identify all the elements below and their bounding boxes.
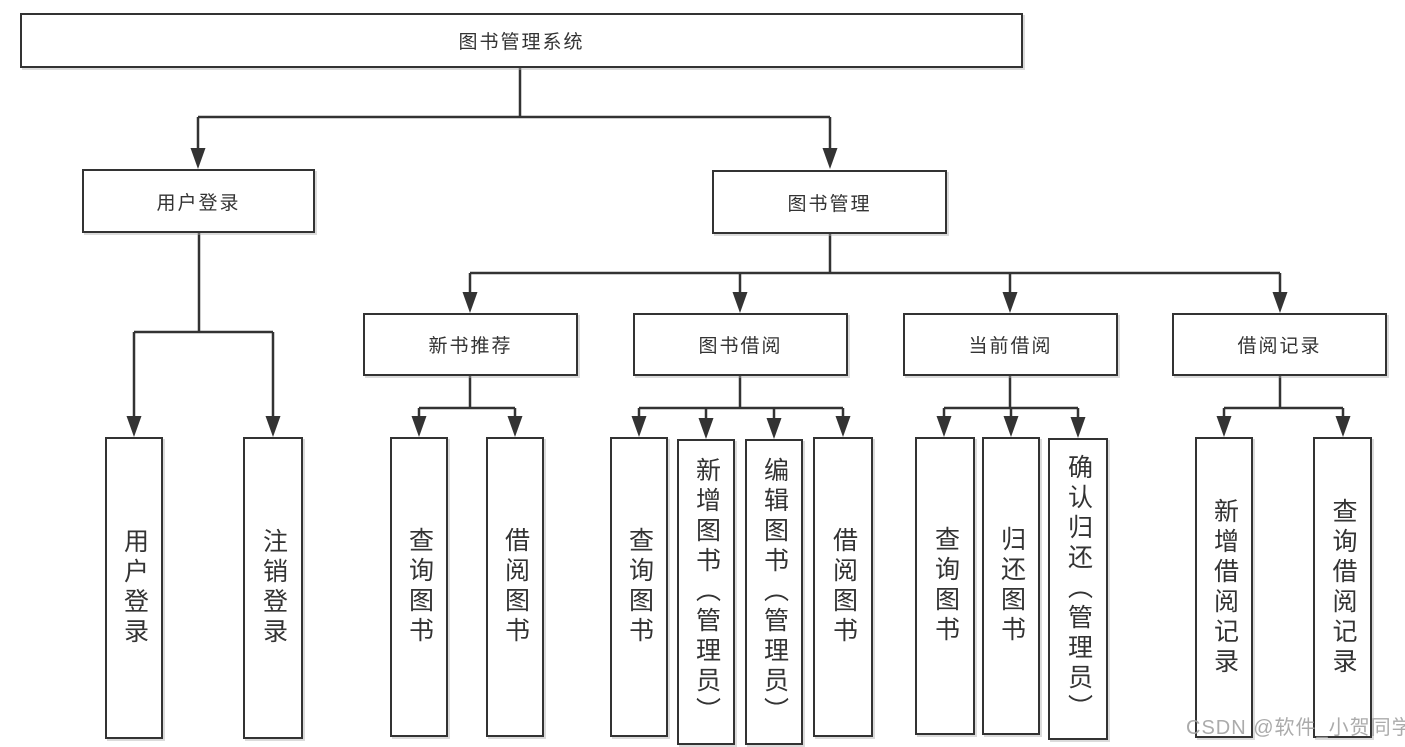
leaf-label: 编辑图书（管理员）: [760, 457, 789, 727]
leaf-label: 新增借阅记录: [1210, 497, 1239, 678]
leaf-br-add-borrow-record: 新增借阅记录: [1195, 437, 1253, 738]
node-label: 新书推荐: [428, 336, 513, 357]
node-label: 借阅记录: [1237, 336, 1322, 357]
connector-borrow-records: [1222, 376, 1345, 417]
leaf-label: 查询图书: [625, 527, 654, 647]
leaf-nb-query-books: 查询图书: [390, 437, 448, 737]
connector-book-management: [468, 234, 1282, 294]
leaf-label: 借阅图书: [501, 527, 530, 647]
connector-root: [196, 68, 832, 150]
node-label: 图书管理系统: [458, 32, 585, 53]
leaf-bb-add-books-admin: 新增图书（管理员）: [677, 439, 735, 745]
leaf-bb-edit-books-admin: 编辑图书（管理员）: [745, 439, 803, 745]
node-label: 当前借阅: [968, 336, 1053, 357]
node-library-management-system: 图书管理系统: [20, 13, 1023, 68]
leaf-label: 新增图书（管理员）: [692, 457, 721, 727]
leaf-label: 借阅图书: [829, 527, 858, 647]
leaf-label: 查询图书: [931, 526, 960, 646]
leaf-user-login: 用户登录: [105, 437, 163, 739]
node-book-management: 图书管理: [712, 170, 947, 234]
node-new-book-recommend: 新书推荐: [363, 313, 578, 376]
node-label: 图书借阅: [698, 336, 783, 357]
leaf-br-query-borrow-record: 查询借阅记录: [1313, 437, 1372, 738]
csdn-watermark: CSDN @软件_小贺同学: [1186, 717, 1405, 739]
leaf-logout: 注销登录: [243, 437, 303, 739]
node-label: 用户登录: [156, 192, 241, 214]
leaf-label: 查询借阅记录: [1329, 497, 1357, 678]
arrowheads: [126, 148, 1351, 439]
leaf-cb-confirm-return-admin: 确认归还（管理员）: [1048, 438, 1108, 740]
leaf-label: 注销登录: [259, 528, 288, 648]
node-current-borrowing: 当前借阅: [903, 313, 1118, 376]
leaf-cb-query-books: 查询图书: [915, 437, 975, 735]
connector-current-borrowing: [942, 376, 1080, 418]
node-book-borrowing: 图书借阅: [633, 313, 848, 376]
leaf-label: 查询图书: [405, 527, 434, 647]
leaf-bb-borrow-books: 借阅图书: [813, 437, 873, 737]
connector-new-book-recommend: [417, 376, 517, 417]
node-borrow-records: 借阅记录: [1172, 313, 1387, 376]
leaf-label: 归还图书: [997, 526, 1026, 646]
leaf-nb-borrow-books: 借阅图书: [486, 437, 544, 737]
leaf-label: 确认归还（管理员）: [1064, 454, 1093, 724]
leaf-label: 用户登录: [120, 528, 149, 648]
leaf-bb-query-books: 查询图书: [610, 437, 668, 737]
connector-user-login: [132, 233, 275, 417]
node-label: 图书管理: [787, 193, 872, 215]
connector-book-borrowing: [637, 376, 845, 419]
leaf-cb-return-books: 归还图书: [982, 437, 1040, 735]
node-user-login: 用户登录: [82, 169, 315, 233]
